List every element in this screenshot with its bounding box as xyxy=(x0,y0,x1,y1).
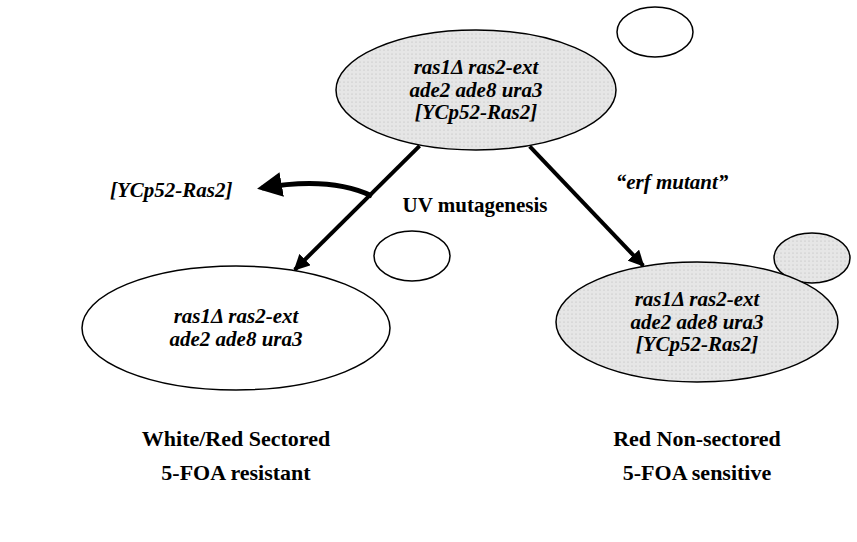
genotype-line: ras1Δ ras2-ext xyxy=(414,56,539,79)
cell-ellipse xyxy=(556,262,838,382)
genotype-line: ras1Δ ras2-ext xyxy=(635,288,760,311)
genotype-line: [YCp52-Ras2] xyxy=(415,101,538,124)
bud xyxy=(617,7,693,57)
genotype-line: ade2 ade8 ura3 xyxy=(631,311,764,334)
plasmid-loss-arrow xyxy=(262,184,372,197)
yeast-cell: ras1Δ ras2-extade2 ade8 ura3[YCp52-Ras2] xyxy=(335,29,617,151)
phenotype-label: White/Red Sectored xyxy=(142,426,330,452)
cell-ellipse xyxy=(82,266,390,390)
genotype-line: ade2 ade8 ura3 xyxy=(410,79,543,102)
step-label: [YCp52-Ras2] xyxy=(110,178,233,203)
edge-label: “erf mutant” xyxy=(616,170,729,195)
yeast-cell: ras1Δ ras2-extade2 ade8 ura3[YCp52-Ras2] xyxy=(555,261,839,383)
genotype-line: ade2 ade8 ura3 xyxy=(170,328,303,351)
phenotype-label: Red Non-sectored xyxy=(613,426,781,452)
phenotype-label: 5-FOA sensitive xyxy=(623,460,772,486)
arrow xyxy=(295,146,420,270)
step-label: UV mutagenesis xyxy=(403,193,548,218)
phenotype-label: 5-FOA resistant xyxy=(161,460,310,486)
yeast-cell: ras1Δ ras2-extade2 ade8 ura3 xyxy=(81,265,391,391)
genotype-line: [YCp52-Ras2] xyxy=(636,333,759,356)
cell-ellipse xyxy=(336,30,616,150)
genotype-line: ras1Δ ras2-ext xyxy=(174,305,299,328)
bud xyxy=(374,231,450,281)
